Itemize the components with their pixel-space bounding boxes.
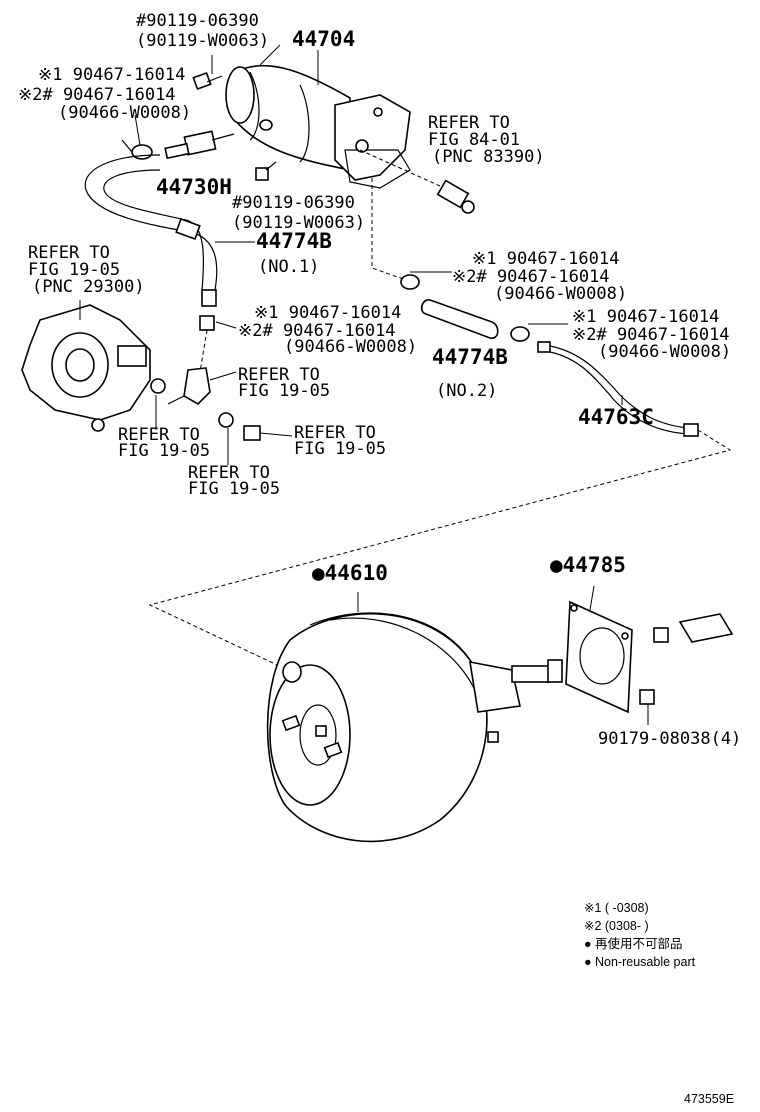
bolt-mid-icon	[255, 161, 277, 181]
label-refer-19a-3: (PNC 29300)	[32, 277, 145, 297]
label-booster: ●44610	[312, 561, 388, 585]
label-clip-left-1: ※1 90467-16014	[38, 65, 185, 85]
label-refer-19b-1: REFER TO	[238, 365, 320, 385]
label-bolt-mid-1: #90119-06390	[232, 193, 355, 213]
label-refer-19b-2: FIG 19-05	[238, 381, 330, 401]
label-clip-r1-2: ※2# 90467-16014	[452, 267, 610, 287]
label-bolt-top-2: (90119-W0063)	[136, 31, 269, 51]
legend-note-2: ※2 (0308- )	[584, 919, 649, 933]
vacuum-sensor-icon	[359, 149, 475, 214]
legend-non-reusable-jp: ● 再使用不可部品	[584, 936, 683, 951]
label-clip-r1-1: ※1 90467-16014	[472, 249, 619, 269]
vacuum-pump-icon	[21, 300, 151, 432]
bolt-top-icon	[192, 55, 223, 91]
label-clip-mid-2: ※2# 90467-16014	[238, 321, 396, 341]
booster-gasket	[565, 585, 633, 714]
vacuum-tank	[225, 64, 411, 189]
label-bolt-mid-2: (90119-W0063)	[232, 213, 365, 233]
brake-booster	[266, 592, 563, 843]
label-refer-19d-1: REFER TO	[294, 423, 376, 443]
figure-id: 473559E	[684, 1092, 734, 1106]
label-hose-no2-sub: (NO.2)	[436, 381, 497, 401]
label-refer-19a-1: REFER TO	[28, 243, 110, 263]
legend-note-1: ※1 ( -0308)	[584, 901, 649, 915]
clevis-icon	[639, 613, 734, 725]
label-check-valve: 44730H	[156, 175, 232, 199]
vacuum-hose-no1	[84, 154, 255, 307]
label-refer-19a-2: FIG 19-05	[28, 260, 120, 280]
legend-non-reusable-en: ● Non-reusable part	[584, 955, 696, 969]
label-pipe: 44763C	[578, 405, 654, 429]
label-bolt-top-1: #90119-06390	[136, 11, 259, 31]
label-refer-84-2: FIG 84-01	[428, 130, 520, 150]
label-refer-84-1: REFER TO	[428, 113, 510, 133]
label-clip-left-2: ※2# 90467-16014	[18, 85, 176, 105]
label-gasket: ●44785	[550, 553, 626, 577]
label-hose-no1: 44774B	[256, 229, 332, 253]
vacuum-hose-no2	[371, 178, 568, 342]
label-clip-r2-2: ※2# 90467-16014	[572, 325, 730, 345]
label-refer-19e-2: FIG 19-05	[188, 479, 280, 499]
label-refer-19d-2: FIG 19-05	[294, 439, 386, 459]
label-refer-19c-2: FIG 19-05	[118, 441, 210, 461]
label-refer-19c-1: REFER TO	[118, 425, 200, 445]
label-clip-mid-3: (90466-W0008)	[284, 337, 417, 357]
label-clip-r2-1: ※1 90467-16014	[572, 307, 719, 327]
vacuum-pipe	[537, 341, 699, 437]
label-tank: 44704	[292, 27, 355, 51]
label-clip-mid-1: ※1 90467-16014	[254, 303, 401, 323]
label-hose-no2: 44774B	[432, 345, 508, 369]
legend: ※1 ( -0308) ※2 (0308- ) ● 再使用不可部品 ● Non-…	[584, 901, 696, 969]
hose-fitting-icon	[150, 315, 261, 441]
label-nut: 90179-08038(4)	[598, 729, 741, 749]
label-clip-left-3: (90466-W0008)	[58, 103, 191, 123]
label-refer-19e-1: REFER TO	[188, 463, 270, 483]
label-clip-r1-3: (90466-W0008)	[494, 284, 627, 304]
label-hose-no1-sub: (NO.1)	[258, 257, 319, 277]
label-clip-r2-3: (90466-W0008)	[598, 342, 731, 362]
label-refer-84-3: (PNC 83390)	[432, 147, 545, 167]
check-valve-icon	[164, 130, 235, 160]
